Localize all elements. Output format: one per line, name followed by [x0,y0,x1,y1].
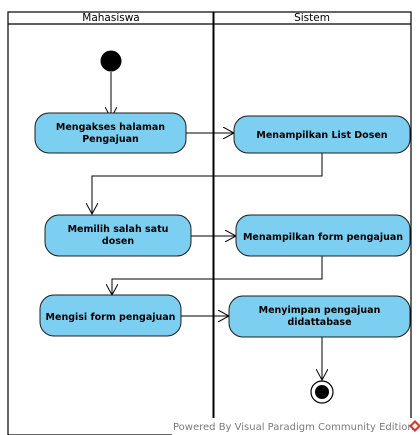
swimlane-frame [7,11,412,435]
action-menampilkan-list-dosen: Menampilkan List Dosen [233,115,411,154]
action-label-line: Memilih salah satu [68,224,169,235]
action-mengisi-form-pengajuan: Mengisi form pengajuan [39,294,182,337]
action-menampilkan-form-pengajuan: Menampilkan form pengajuan [235,214,411,257]
action-label-line: dosen [102,236,134,247]
action-mengakses-halaman: Mengakses halaman Pengajuan [34,112,187,154]
flow-form-to-mengisi [112,256,323,295]
control-flows [92,72,322,380]
flow-list-dosen-to-memilih [92,153,323,214]
action-label-line: didattabase [287,317,351,328]
action-label-line: Mengisi form pengajuan [46,312,176,323]
final-node [310,380,334,404]
action-label-line: Menampilkan List Dosen [256,130,387,141]
lane-title-mahasiswa: Mahasiswa [82,12,139,24]
initial-node [100,50,122,72]
visual-paradigm-logo-icon [409,420,420,432]
watermark-background [172,418,420,435]
action-menyimpan-pengajuan: Menyimpan pengajuan didattabase [228,295,411,338]
watermark-text: Powered By Visual Paradigm Community Edi… [173,422,414,433]
action-label-line: Menyimpan pengajuan [259,305,381,316]
lane-title-sistem: Sistem [294,12,330,24]
action-label-line: Pengajuan [82,134,139,145]
action-memilih-dosen: Memilih salah satu dosen [44,214,192,257]
action-label-line: Mengakses halaman [56,122,165,133]
action-label-line: Menampilkan form pengajuan [243,232,403,243]
